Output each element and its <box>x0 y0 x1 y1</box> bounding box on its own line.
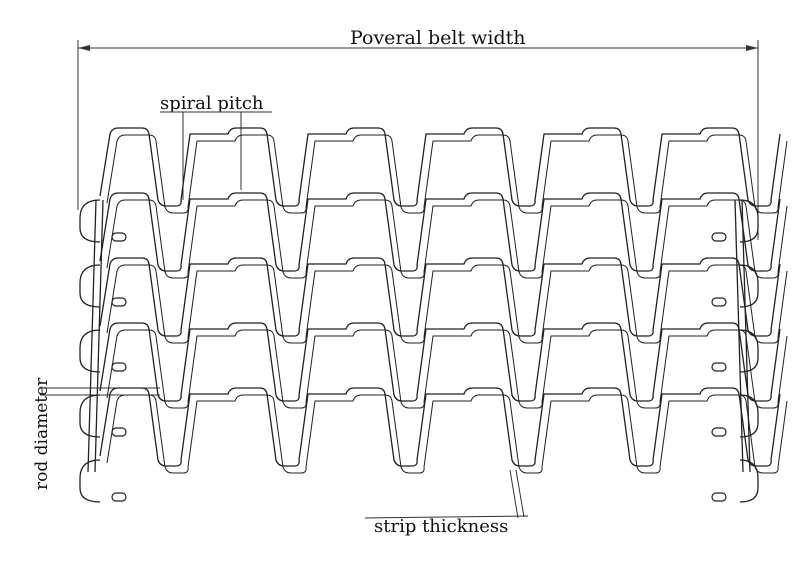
side-rod-right-inner <box>734 199 744 473</box>
right-loop <box>739 329 759 373</box>
rod-diameter-label: rod diameter <box>32 377 52 490</box>
right-loop <box>739 199 759 243</box>
width-dimension: Poveral belt width <box>77 27 759 240</box>
strip-thickness-label: strip thickness <box>374 516 508 537</box>
left-loop <box>79 329 101 373</box>
strip-thickness-dimension: strip thickness <box>364 469 529 537</box>
rod-end-left <box>111 297 127 307</box>
belt-mesh <box>79 127 788 503</box>
spiral-strip-inner <box>106 329 788 409</box>
spiral-strip-inner <box>106 134 788 214</box>
rod-end-right <box>711 427 727 437</box>
side-rod-right <box>741 199 751 473</box>
rod-end-left <box>111 232 127 242</box>
spiral-strip-outer <box>99 127 781 207</box>
left-loop <box>79 199 101 243</box>
rod-end-right <box>711 232 727 242</box>
rod-end-right <box>711 297 727 307</box>
spiral-strip-outer <box>99 192 781 272</box>
rod-end-left <box>111 427 127 437</box>
spiral-strip-outer <box>99 387 781 467</box>
rod-end-right <box>711 492 727 502</box>
spiral-strip-inner <box>106 264 788 344</box>
spiral-strip-inner <box>106 199 788 279</box>
side-rod-left <box>87 199 97 473</box>
overall-belt-width-label: Poveral belt width <box>350 27 526 49</box>
side-rod-left-inner <box>94 199 104 473</box>
spiral-pitch-label: spiral pitch <box>160 93 264 114</box>
left-loop <box>79 459 101 503</box>
spiral-strip-inner <box>106 394 788 474</box>
rod-end-left <box>111 492 127 502</box>
right-loop <box>739 264 759 308</box>
spiral-strip-outer <box>99 257 781 337</box>
left-loop <box>79 264 101 308</box>
spiral-strip-outer <box>99 322 781 402</box>
rod-end-right <box>711 362 727 372</box>
rod-end-left <box>111 362 127 372</box>
spiral-pitch-dimension: spiral pitch <box>160 93 272 200</box>
